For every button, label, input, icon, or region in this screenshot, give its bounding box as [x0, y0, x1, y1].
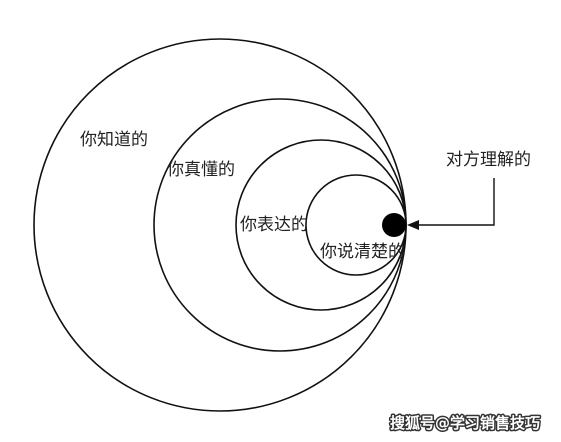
- label-other-understands: 对方理解的: [446, 150, 531, 170]
- arrowhead-icon: [407, 220, 419, 230]
- label-you-know: 你知道的: [80, 130, 148, 150]
- watermark: 搜狐号@学习销售技巧: [390, 414, 540, 432]
- label-you-explain: 你说清楚的: [320, 242, 405, 262]
- circle-you-know: [33, 38, 407, 412]
- pointer-line: [418, 178, 495, 226]
- tangent-point-dot: [382, 213, 406, 237]
- label-you-express: 你表达的: [240, 215, 308, 235]
- label-you-understand: 你真懂的: [167, 160, 235, 180]
